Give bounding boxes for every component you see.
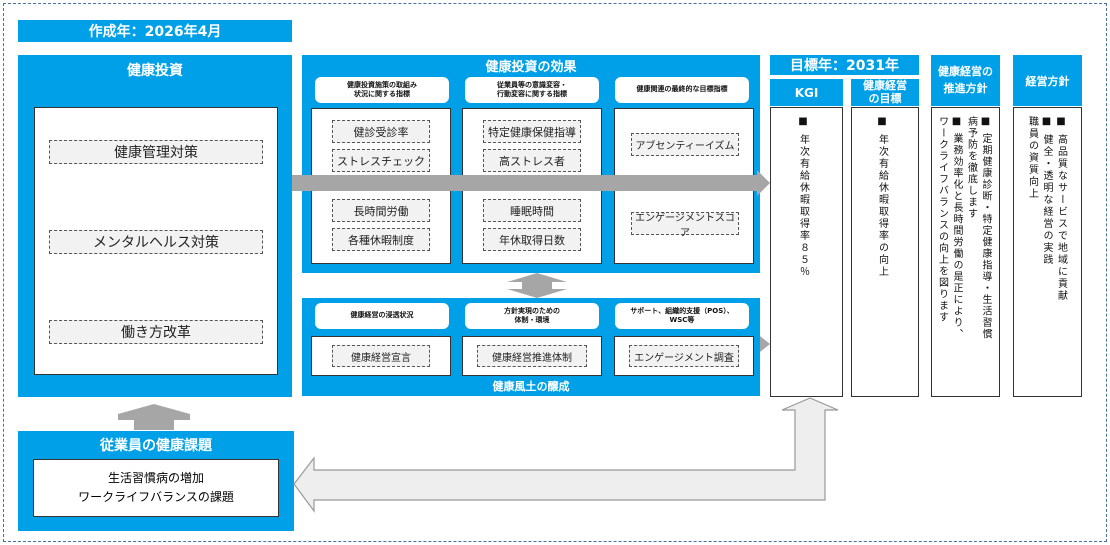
- arrow-up-employee-stem: [134, 414, 174, 430]
- indicator-long-hours: 長時間労働: [332, 199, 430, 222]
- indicator-checkup-rate: 健診受診率: [332, 120, 430, 143]
- indicator-sleep-time: 睡眠時間: [483, 199, 581, 222]
- employee-issues-box: 生活習慣病の増加ワークライフバランスの課題: [33, 459, 279, 517]
- indicator-specific-guidance: 特定健康保健指導: [483, 120, 581, 143]
- effects-panel: 健康投資の効果 健康投資施策の取組み状況に関する指標 従業員等の意識変容・行動変…: [302, 55, 760, 273]
- effects-col3-header: 健康関連の最終的な目標指標: [615, 77, 749, 103]
- culture-col3-box: エンゲージメント調査: [614, 336, 754, 376]
- kgi-title: KGI: [770, 79, 843, 106]
- policy-title: 経営方針: [1013, 55, 1082, 106]
- target-year-label: 目標年：2031年: [770, 55, 919, 75]
- culture-col2-header: 方針実現のための体制・環境: [465, 303, 599, 329]
- employee-title: 従業員の健康課題: [100, 438, 212, 454]
- health-goal-text: ■ 年次有給休暇取得率の向上: [876, 116, 888, 279]
- investment-inner: 健康管理対策 メンタルヘルス対策 働き方改革: [34, 107, 278, 375]
- policy-text: ■ 高品質なサービスで地域に貢献■ 健全・透明な経営の実践職員の資質向上: [1026, 116, 1067, 303]
- investment-item-work-reform: 働き方改革: [49, 320, 263, 344]
- arrow-right-main-shaft: [292, 175, 757, 191]
- kgi-box: ■ 年次有給休暇取得率８５％: [770, 107, 843, 397]
- promotion-title: 健康経営の推進方針: [931, 55, 1000, 106]
- promotion-box: ■ 定期健康診断・特定健康指導・生活習慣病予防を徹底します■ 業務効率化と長時間…: [931, 107, 1000, 397]
- culture-title: 健康風土の醸成: [492, 380, 570, 393]
- culture-col1-box: 健康経営宣言: [311, 336, 451, 376]
- culture-panel: 健康経営の浸透状況 方針実現のための体制・環境 サポート、組織的支援（POS）、…: [302, 298, 760, 396]
- culture-col1-header: 健康経営の浸透状況: [315, 303, 449, 329]
- investment-item-health-management: 健康管理対策: [49, 140, 263, 164]
- employee-issue-lifestyle: 生活習慣病の増加: [107, 470, 204, 485]
- indicator-engagement-score: エンゲージメントスコア: [631, 212, 739, 239]
- investment-title: 健康投資: [127, 63, 183, 79]
- created-year-label: 作成年：2026年4月: [18, 20, 292, 42]
- effects-col1-header: 健康投資施策の取組み状況に関する指標: [315, 77, 449, 103]
- policy-box: ■ 高品質なサービスで地域に貢献■ 健全・透明な経営の実践職員の資質向上: [1013, 107, 1082, 397]
- indicator-stress-check: ストレスチェック: [332, 149, 430, 172]
- indicator-leave-systems: 各種休暇制度: [332, 228, 430, 251]
- culture-col2-box: 健康経営推進体制: [462, 336, 602, 376]
- culture-engagement-survey: エンゲージメント調査: [629, 345, 739, 367]
- outer-frame: [3, 3, 1107, 542]
- arrow-right-main-head: [757, 170, 770, 196]
- employee-panel: 従業員の健康課題 生活習慣病の増加ワークライフバランスの課題: [18, 431, 294, 531]
- health-goal-title: 健康経営の目標: [851, 79, 919, 106]
- arrow-right-culture: [760, 336, 770, 352]
- arrow-up-employee-head: [118, 405, 190, 416]
- employee-issue-worklife: ワークライフバランスの課題: [78, 490, 234, 504]
- culture-declaration: 健康経営宣言: [332, 345, 430, 367]
- indicator-absenteeism: アブセンティーイズム: [631, 133, 739, 156]
- health-goal-box: ■ 年次有給休暇取得率の向上: [851, 107, 919, 397]
- effects-col2-header: 従業員等の意識変容・行動変容に関する指標: [465, 77, 599, 103]
- culture-promotion-system: 健康経営推進体制: [477, 345, 587, 367]
- indicator-leave-days: 年休取得日数: [483, 228, 581, 251]
- investment-panel: 健康投資 健康管理対策 メンタルヘルス対策 働き方改革: [18, 55, 292, 397]
- effects-title: 健康投資の効果: [485, 59, 577, 75]
- promotion-text: ■ 定期健康診断・特定健康指導・生活習慣病予防を徹底します■ 業務効率化と長時間…: [936, 116, 992, 341]
- kgi-text: ■ 年次有給休暇取得率８５％: [797, 116, 809, 279]
- arrow-feedback-bottom: [293, 397, 839, 513]
- investment-item-mental-health: メンタルヘルス対策: [49, 230, 263, 254]
- arrow-updown-effects-culture: [507, 273, 567, 298]
- culture-col3-header: サポート、組織的支援（POS）、WSC等: [615, 303, 749, 329]
- indicator-high-stress: 高ストレス者: [483, 149, 581, 172]
